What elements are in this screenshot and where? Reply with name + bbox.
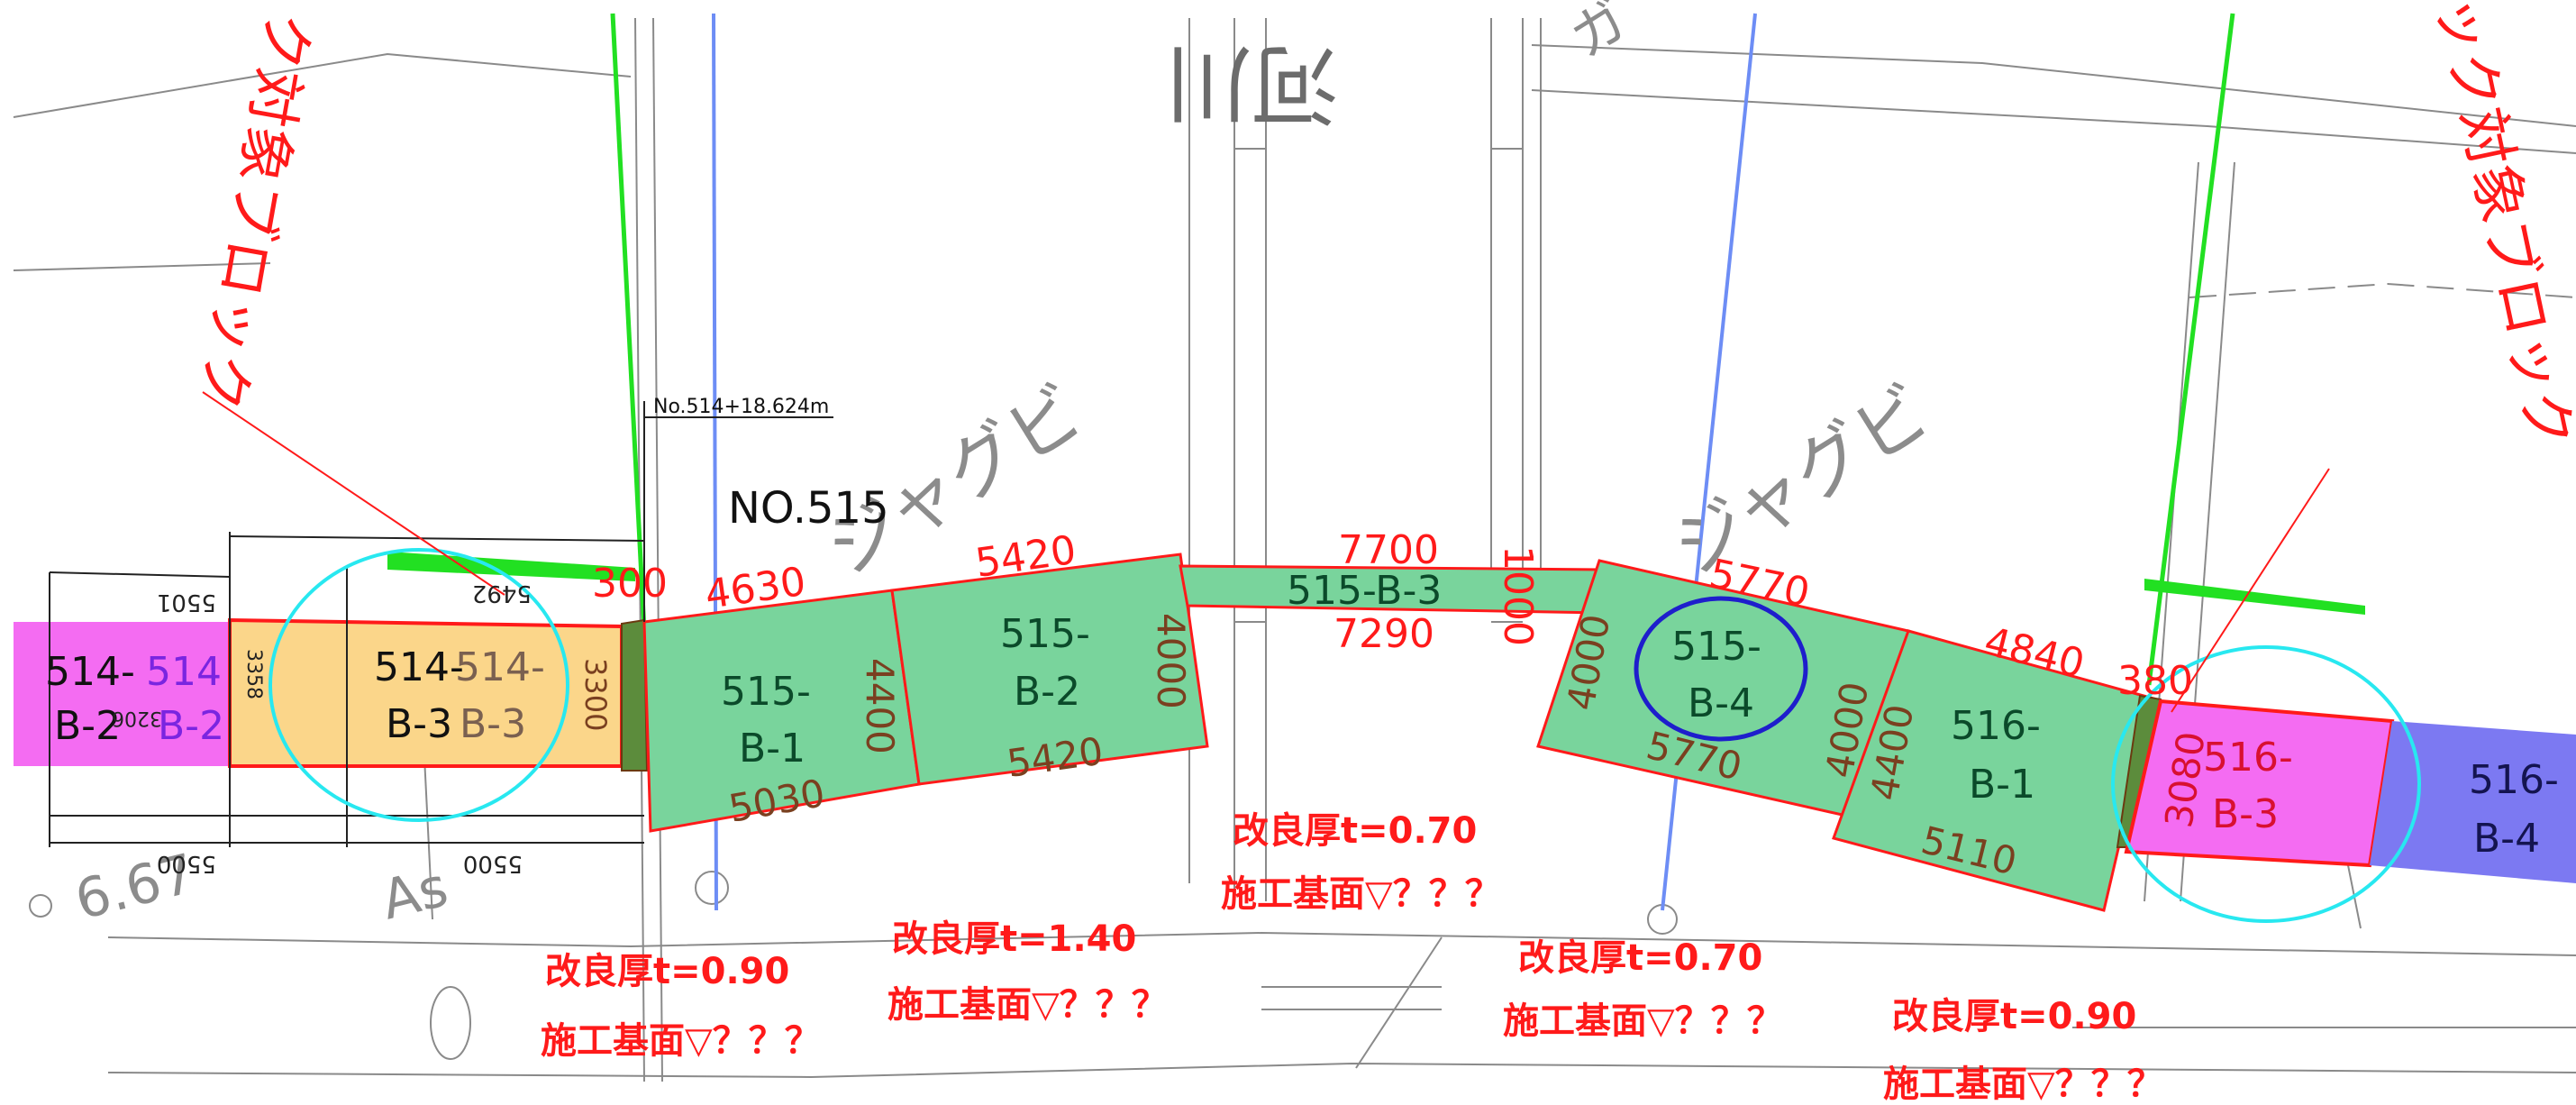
circles (269, 548, 2421, 923)
cyan-circle-left (269, 548, 569, 822)
dim-300: 300 (592, 561, 668, 607)
road-label-3: ガ (1560, 0, 1639, 70)
faint-labels: 河川 ジャグビ ジャグビ ガ 6.67 As (69, 0, 1944, 933)
thickness-note-3: 改良厚t=0.70 (1233, 810, 1478, 852)
green-guide-left (610, 13, 647, 632)
block-label-515-B-3: 515-B-3 (1287, 568, 1442, 614)
block-label-515-B-4-line2: B-4 (1688, 680, 1754, 726)
base-note-2: 施工基面▽？？？ (887, 984, 1168, 1026)
block-label-516-B-4-line1: 516- (2469, 757, 2559, 803)
block-label-514-B-2-line2: B-2 (54, 703, 121, 749)
block-label-515-B-2-line2: B-2 (1014, 669, 1080, 715)
block-label-514-B-3-line2: B-3 (386, 701, 452, 747)
thickness-note-2: 改良厚t=1.40 (892, 918, 1137, 960)
base-note-4: 施工基面▽？？？ (1503, 1000, 1783, 1042)
road-label-kasen: 河川 (1165, 33, 1338, 134)
blocks (14, 552, 2576, 912)
block-label-515-B-1-line1: 515- (721, 669, 811, 715)
dim-4000-a: 4000 (1149, 613, 1193, 709)
thickness-note-4: 改良厚t=0.70 (1518, 937, 1763, 979)
thickness-note-5: 改良厚t=0.90 (1892, 996, 2137, 1037)
green-guide-right (2146, 13, 2235, 686)
dim-380: 380 (2117, 658, 2193, 704)
dim-3300: 3300 (578, 658, 613, 731)
station-left-code: As (376, 855, 454, 932)
station-labels: No.514+18.624m NO.515 (653, 396, 889, 534)
dim-7290: 7290 (1334, 611, 1434, 657)
thickness-note-1: 改良厚t=0.90 (545, 951, 790, 992)
green-marker-right (2144, 579, 2365, 615)
block-label-514-B-2b-line1: 514 (146, 649, 222, 695)
block-label-516-B-3-line1: 516- (2203, 735, 2293, 781)
red-dimensions: 300 4630 5420 7700 7290 1000 5770 4840 3… (592, 527, 2193, 704)
block-516-B-4 (2370, 721, 2576, 883)
block-label-514-B-3b-line1: 514- (455, 644, 545, 690)
block-label-515-B-4-line1: 515- (1671, 624, 1761, 670)
dim-5500-b: 5500 (463, 850, 523, 877)
side-label-left: ク対象ブロック (186, 6, 322, 416)
block-label-516-B-3-line2: B-3 (2212, 791, 2279, 837)
dim-4400-a: 4400 (858, 658, 902, 754)
block-label-514-B-3b-line2: B-3 (460, 701, 526, 747)
small-dimensions: 3300 5500 5500 5492 5501 3358 3206 (112, 580, 613, 877)
green-marker-left (387, 552, 635, 581)
block-label-515-B-1-line2: B-1 (739, 726, 806, 772)
cyan-circle-right (2111, 645, 2421, 923)
side-label-right: ック対象ブロック (2423, 0, 2576, 454)
base-note-3: 施工基面▽？？？ (1221, 873, 1501, 915)
dim-5500-a: 5500 (157, 850, 216, 877)
station-point: No.514+18.624m (653, 396, 829, 418)
dim-7700: 7700 (1338, 527, 1439, 573)
dim-3358: 3358 (242, 649, 265, 699)
navy-circle-515-B-4 (1634, 596, 1808, 742)
dim-3206: 3206 (112, 707, 162, 729)
block-515-B-2 (890, 552, 1209, 786)
leader-lines (202, 391, 2330, 713)
road-label-2: ジャグビ (1659, 370, 1944, 591)
base-note-1: 施工基面▽？？？ (541, 1020, 821, 1062)
station-number: NO.515 (728, 483, 889, 534)
block-label-515-B-2-line1: 515- (1000, 611, 1090, 657)
green-markers (387, 552, 2365, 615)
background-linework (13, 17, 2576, 1082)
block-label-514-B-2b-line2: B-2 (158, 703, 224, 749)
block-labels: 514- B-2 514 B-2 514- B-3 514- B-3 515- … (45, 568, 2559, 862)
dim-5501: 5501 (157, 589, 216, 616)
dim-1000: 1000 (1495, 545, 1541, 646)
block-label-514-B-3-line1: 514- (374, 644, 464, 690)
block-label-516-B-1-line1: 516- (1951, 703, 2041, 749)
block-label-516-B-1-line2: B-1 (1969, 762, 2035, 808)
block-label-514-B-2-line1: 514- (45, 649, 135, 695)
joint-strip-left (621, 618, 649, 772)
block-516-B-1 (1832, 629, 2155, 912)
base-note-5: 施工基面▽？？？ (1883, 1064, 2163, 1105)
dim-5492: 5492 (472, 580, 532, 607)
dimension-linework (49, 401, 833, 847)
block-label-516-B-4-line2: B-4 (2473, 816, 2540, 862)
